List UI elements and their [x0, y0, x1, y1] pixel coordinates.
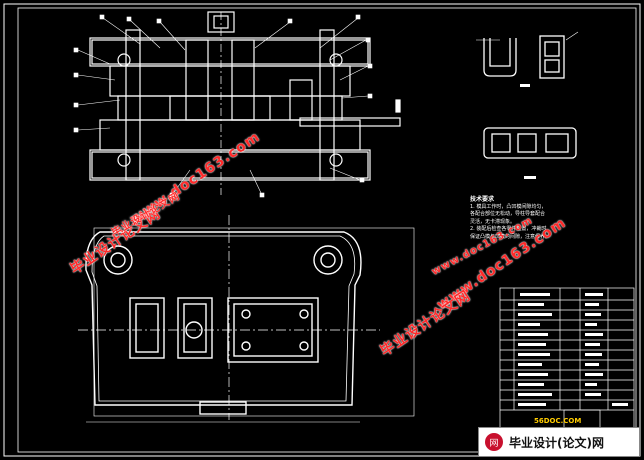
parts-list-table [499, 287, 635, 431]
site-badge-text: 毕业设计(论文)网 [509, 435, 604, 450]
tech-req-line: 2. 装配后检查各零件位置，冲裁时 [470, 226, 547, 232]
site-logo-icon: 网 [485, 433, 503, 451]
tech-req-line: 灵活，无卡滞现象。 [470, 218, 516, 225]
site-mark: 56DOC.COM [534, 417, 582, 425]
part-drawing-punch [476, 31, 579, 87]
tech-req-line: 1. 模具工作时，凸凹模间隙均匀， [470, 203, 547, 210]
tech-req-line: 保证凸模与凹模的间隙，注意保养。 [470, 233, 551, 240]
outer-frame [3, 3, 641, 457]
tech-req-title: 技术要求 [470, 196, 495, 203]
tech-req-line: 各配合部位无松动，导柱导套配合 [470, 211, 546, 217]
site-badge[interactable]: 网 毕业设计(论文)网 [478, 427, 640, 457]
top-assembly-view [89, 11, 401, 195]
leader-lines [73, 14, 373, 198]
inner-frame [17, 7, 637, 453]
part-drawing-die [483, 127, 577, 179]
technical-requirements: 技术要求 1. 模具工作时，凸凹模间隙均匀， 各配合部位无松动，导柱导套配合 灵… [470, 196, 610, 241]
plan-view [78, 215, 415, 423]
